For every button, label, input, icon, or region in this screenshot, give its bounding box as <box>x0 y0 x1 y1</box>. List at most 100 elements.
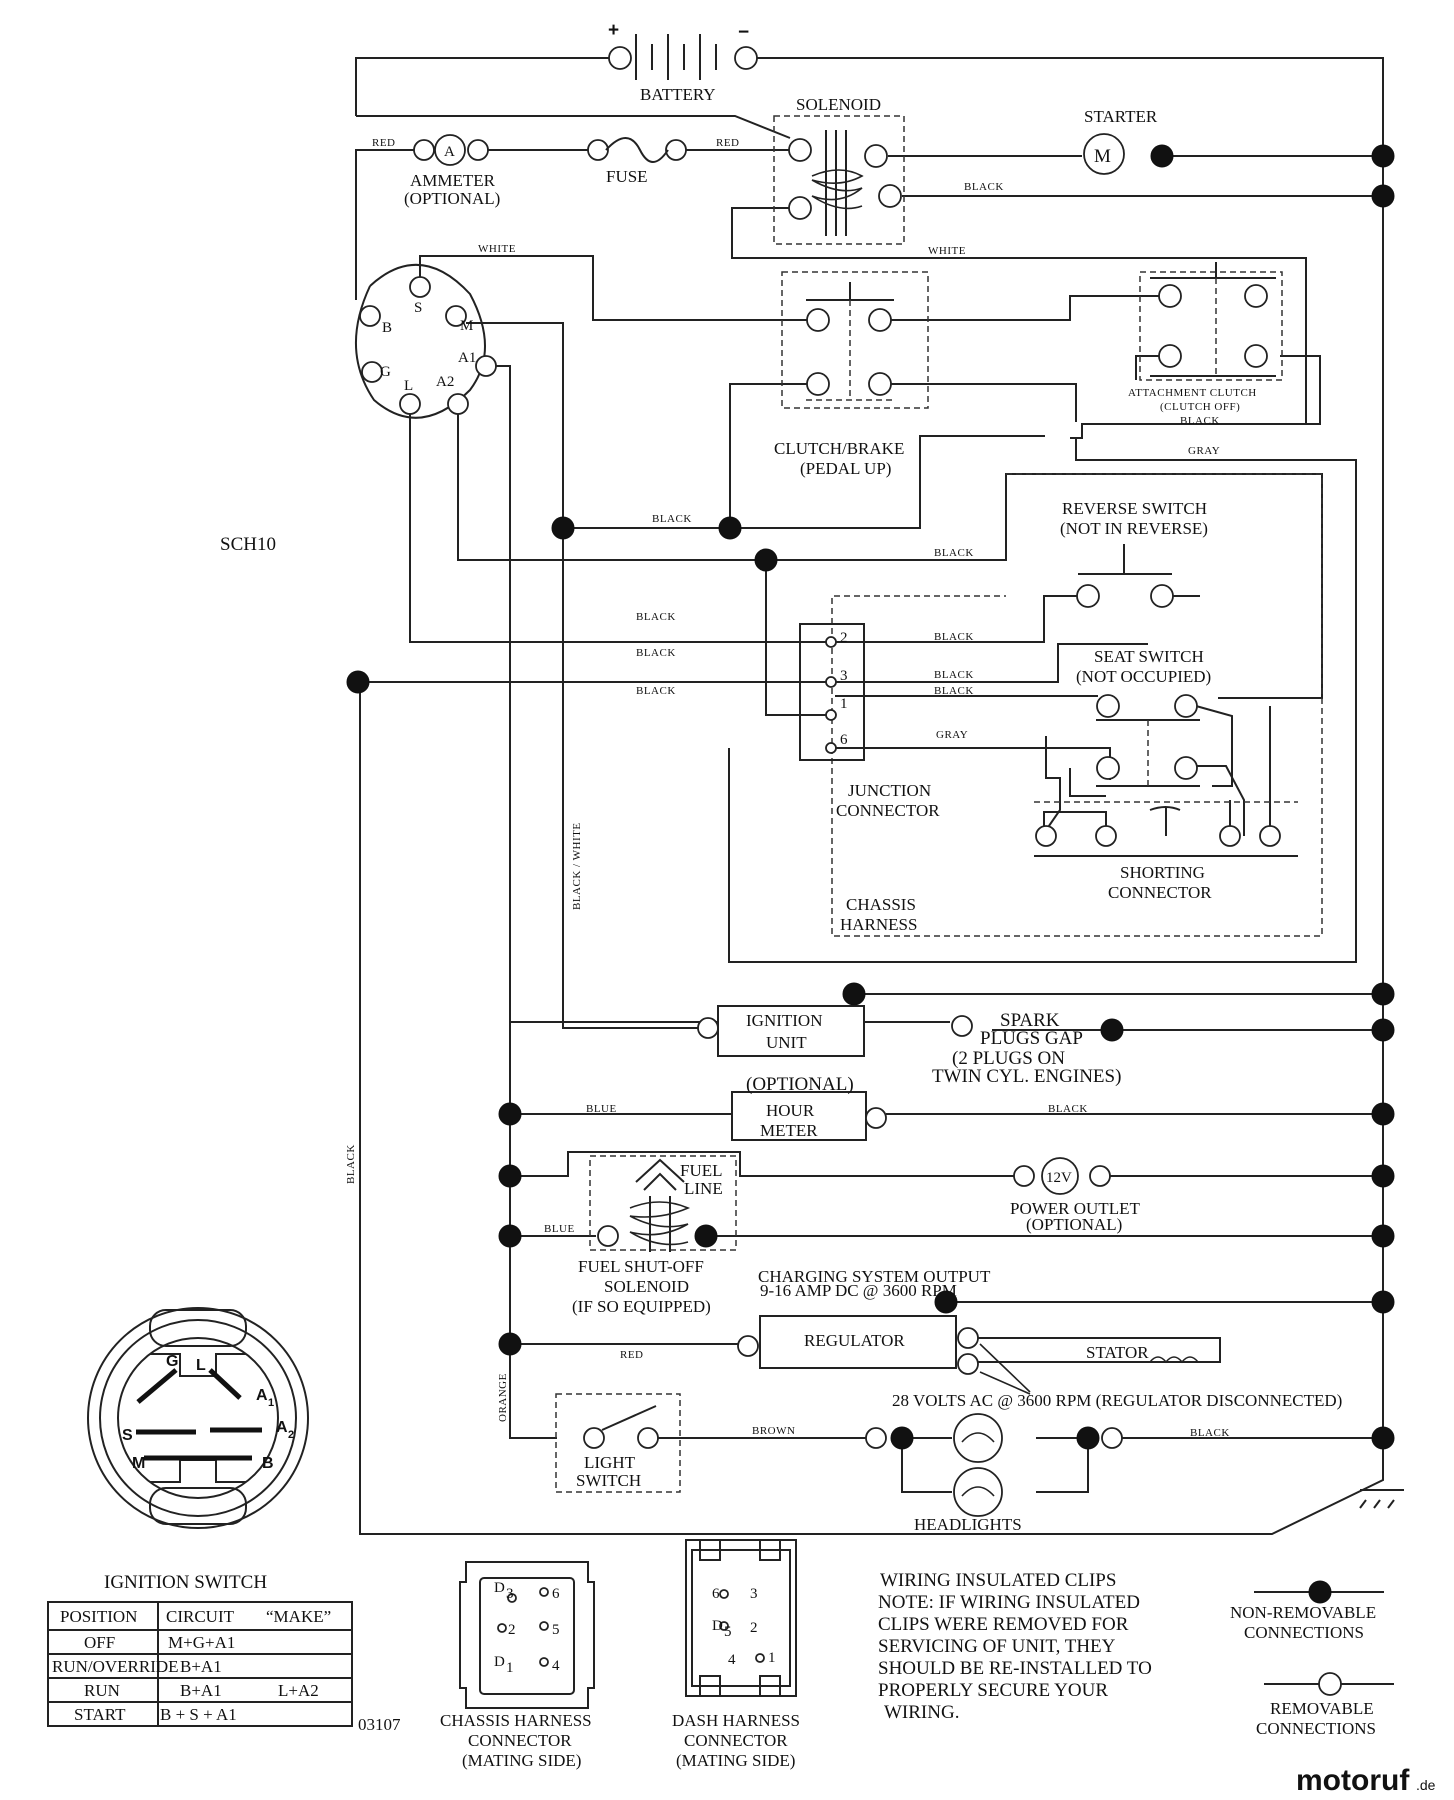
seat-switch: SEAT SWITCH (NOT OCCUPIED) SHORTING CONN… <box>1035 647 1281 902</box>
junction-pin-1: 1 <box>840 696 848 712</box>
note-line-7: WIRING. <box>884 1702 959 1723</box>
ignition-unit-label: IGNITION <box>746 1011 822 1030</box>
wire-label-black-12: BLACK <box>1048 1103 1088 1115</box>
junction-pin-2: 2 <box>840 630 848 646</box>
ignition-face-l: L <box>196 1357 206 1374</box>
solenoid-box <box>773 115 905 245</box>
chassis-connector-label-3: (MATING SIDE) <box>462 1751 581 1770</box>
regulator-label: REGULATOR <box>804 1331 905 1350</box>
legend-non-removable: NON-REMOVABLE <box>1230 1603 1376 1622</box>
note-line-6: PROPERLY SECURE YOUR <box>878 1680 1108 1701</box>
table-header-circuit: CIRCUIT <box>166 1607 235 1626</box>
terminal-m-label: M <box>460 318 473 334</box>
diagram-id: SCH10 <box>220 534 276 555</box>
note-line-2: NOTE: IF WIRING INSULATED <box>878 1592 1140 1613</box>
dash-connector-label: DASH HARNESS <box>672 1711 800 1730</box>
charging-output-label-2: 9-16 AMP DC @ 3600 RPM <box>760 1281 957 1300</box>
spark-plugs-label-3: (2 PLUGS ON <box>952 1048 1065 1069</box>
clutch-brake-box <box>781 271 929 409</box>
dash-pin-6: 6 <box>712 1586 720 1602</box>
chassis-pin-6: 6 <box>552 1586 560 1602</box>
dash-pin-d5-sub: 5 <box>724 1624 732 1640</box>
power-outlet-optional-label: (OPTIONAL) <box>1026 1215 1122 1234</box>
ammeter-optional-label: (OPTIONAL) <box>404 189 500 208</box>
terminal-b-label: B <box>382 320 392 336</box>
legend: NON-REMOVABLE CONNECTIONS REMOVABLE CONN… <box>1230 1580 1394 1738</box>
wire-label-black-1: BLACK <box>964 181 1004 193</box>
fuel-solenoid-label-2: SOLENOID <box>604 1277 689 1296</box>
table-row-off-position: OFF <box>84 1633 115 1652</box>
wire-label-blue-2: BLUE <box>544 1223 575 1235</box>
legend-removable: REMOVABLE <box>1270 1699 1374 1718</box>
fuse: FUSE <box>587 137 687 186</box>
charging-output-label: CHARGING SYSTEM OUTPUT <box>758 1267 991 1286</box>
fuel-line-label: FUEL <box>680 1161 723 1180</box>
dash-pin-4: 4 <box>728 1652 736 1668</box>
solenoid-symbol: SOLENOID <box>788 95 902 236</box>
note-line-5: SHOULD BE RE-INSTALLED TO <box>878 1658 1152 1679</box>
note-line-1: WIRING INSULATED CLIPS <box>880 1570 1116 1591</box>
light-switch: LIGHT SWITCH <box>576 1405 659 1490</box>
chassis-pin-d3: D <box>494 1580 505 1596</box>
wiring-notes: WIRING INSULATED CLIPS NOTE: IF WIRING I… <box>878 1570 1152 1723</box>
dash-connector-label-3: (MATING SIDE) <box>676 1751 795 1770</box>
dash-pin-3: 3 <box>750 1586 758 1602</box>
reverse-switch-state-label: (NOT IN REVERSE) <box>1060 519 1208 538</box>
wire-label-black-6: BLACK <box>934 631 974 643</box>
wire-label-red-2: RED <box>716 137 740 149</box>
seat-switch-state-label: (NOT OCCUPIED) <box>1076 667 1211 686</box>
removable-dot-icon <box>1318 1672 1342 1696</box>
table-row-start-circuit: B + S + A1 <box>160 1705 237 1724</box>
ignition-table: POSITION CIRCUIT “MAKE” OFF M+G+A1 RUN/O… <box>47 1601 401 1734</box>
terminal-a1-label: A1 <box>458 350 476 366</box>
ammeter: A AMMETER (OPTIONAL) <box>404 134 500 208</box>
seat-switch-label: SEAT SWITCH <box>1094 647 1204 666</box>
wire-label-gray-2: GRAY <box>936 729 968 741</box>
ignition-switch-title: IGNITION SWITCH <box>104 1572 267 1593</box>
starter-motor-icon: M <box>1094 146 1111 167</box>
table-row-off-circuit: M+G+A1 <box>168 1633 235 1652</box>
dashed-enclosures <box>555 115 1323 1493</box>
fuel-line-label-2: LINE <box>684 1179 723 1198</box>
ignition-face-g: G <box>166 1353 178 1370</box>
wire-label-red-3: RED <box>620 1349 644 1361</box>
wiring-lines <box>355 57 1404 1535</box>
dash-pin-d5: D <box>712 1618 723 1634</box>
power-outlet-icon: 12V <box>1046 1170 1072 1186</box>
spark-plugs-label-4: TWIN CYL. ENGINES) <box>932 1066 1121 1087</box>
light-switch-label: LIGHT <box>584 1453 636 1472</box>
reverse-switch: REVERSE SWITCH (NOT IN REVERSE) <box>1060 499 1208 608</box>
wire-label-black-5: BLACK <box>636 611 676 623</box>
ignition-face-a2-sub: 2 <box>288 1429 294 1441</box>
watermark-logo: motoruf .de <box>1296 1764 1436 1797</box>
shorting-connector-label: SHORTING <box>1120 863 1205 882</box>
chassis-pin-d1-sub: 1 <box>506 1660 514 1676</box>
legend-non-removable-2: CONNECTIONS <box>1244 1623 1364 1642</box>
starter-motor: M STARTER <box>1083 107 1158 175</box>
clutch-brake-label: CLUTCH/BRAKE <box>774 439 904 458</box>
stator-label: STATOR <box>1086 1343 1149 1362</box>
ignition-unit-label-2: UNIT <box>766 1033 807 1052</box>
spark-plugs-label-2: PLUGS GAP <box>980 1028 1083 1049</box>
ignition-face-b: B <box>262 1455 274 1472</box>
clutch-brake-state-label: (PEDAL UP) <box>800 459 891 478</box>
terminal-g-label: G <box>380 364 391 380</box>
ignition-face-s: S <box>122 1427 133 1444</box>
junction-pin-6: 6 <box>840 732 848 748</box>
attachment-clutch-label: ATTACHMENT CLUTCH <box>1128 387 1257 399</box>
legend-removable-2: CONNECTIONS <box>1256 1719 1376 1738</box>
junction-connector: 2 3 1 6 JUNCTION CONNECTOR CHASSIS HARNE… <box>799 623 940 934</box>
chassis-harness-box <box>831 473 1323 937</box>
headlights-label: HEADLIGHTS <box>914 1515 1022 1534</box>
hour-meter-label-2: METER <box>760 1121 818 1140</box>
chassis-connector-label: CHASSIS HARNESS <box>440 1711 592 1730</box>
attachment-clutch-state-label: (CLUTCH OFF) <box>1160 401 1240 413</box>
ammeter-label: AMMETER <box>410 171 496 190</box>
hour-meter-label: HOUR <box>766 1101 815 1120</box>
figure-number: 03107 <box>358 1715 401 1734</box>
table-header-position: POSITION <box>60 1607 137 1626</box>
wire-label-black-white: BLACK / WHITE <box>571 822 583 910</box>
wire-label-white-2: WHITE <box>478 243 516 255</box>
table-row-override-position: RUN/OVERRIDE <box>52 1657 179 1676</box>
